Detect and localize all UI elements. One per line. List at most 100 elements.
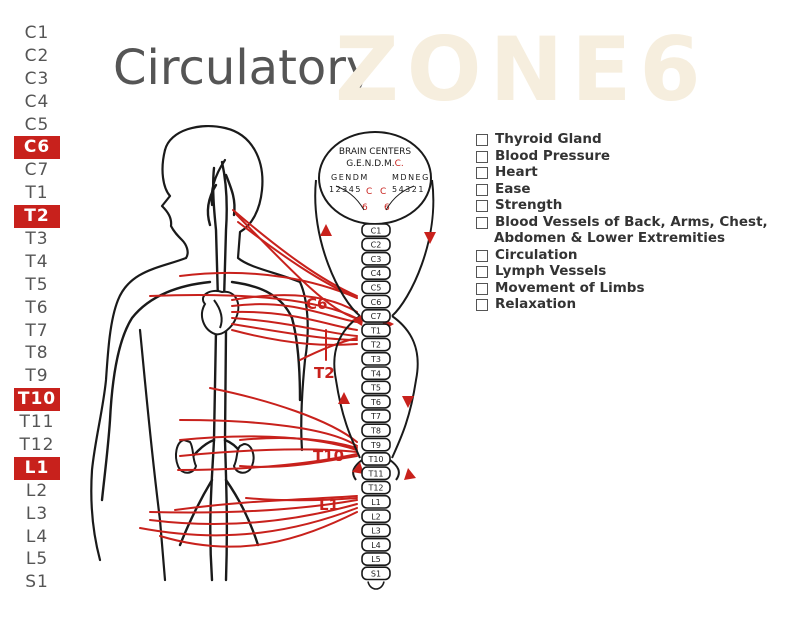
vertebra-c3: C3 — [361, 251, 391, 266]
checklist-item: Abdomen & Lower Extremities — [476, 230, 768, 247]
checkbox[interactable] — [476, 266, 488, 278]
vertebra-l3: L3 — [361, 523, 391, 538]
checkbox[interactable] — [476, 167, 488, 179]
spinal-level-c1: C1 — [24, 23, 50, 43]
spinal-level-t3: T3 — [25, 229, 49, 250]
checkbox[interactable] — [476, 282, 488, 295]
vertebra-t8: T8 — [361, 423, 391, 438]
checklist-item-label: Abdomen & Lower Extremities — [494, 230, 726, 246]
vessel-network — [100, 160, 302, 582]
spinal-level-l2: L2 — [25, 480, 49, 501]
vertebra-label: L1 — [371, 498, 381, 507]
vertebra-c1: C1 — [361, 223, 391, 238]
vertebra-label: C6 — [371, 298, 382, 307]
vertebra-t11: T11 — [361, 466, 391, 481]
left-numbers: 12345 — [329, 185, 362, 194]
vertebra-label: T1 — [370, 326, 381, 335]
checklist-item[interactable]: Heart — [476, 164, 768, 181]
spinal-level-l4: L4 — [25, 526, 49, 547]
vertebra-t5: T5 — [361, 380, 391, 395]
vertebra-label: T4 — [370, 369, 381, 378]
vertebra-t1: T1 — [361, 323, 391, 338]
checkbox[interactable] — [476, 183, 488, 196]
checklist-item-label: Strength — [495, 197, 563, 213]
vertebra-label: C7 — [371, 312, 382, 321]
right-letters: MDNEG — [392, 173, 430, 182]
spinal-level-t9: T9 — [25, 366, 49, 387]
spinal-level-l1: L1 — [14, 456, 60, 480]
checkbox[interactable] — [476, 299, 488, 311]
checklist-item[interactable]: Strength — [476, 197, 768, 214]
vertebra-label: T11 — [367, 469, 383, 478]
checkbox[interactable] — [476, 134, 488, 146]
vertebra-l2: L2 — [361, 509, 391, 524]
checklist-item[interactable]: Ease — [476, 181, 768, 198]
spinal-level-c6: C6 — [14, 136, 60, 160]
vertebra-label: T8 — [370, 427, 381, 436]
vertebra-l1: L1 — [361, 494, 391, 509]
right-numbers: 54321 — [392, 185, 425, 194]
vertebra-t4: T4 — [361, 366, 391, 381]
vertebra-label: T2 — [370, 341, 381, 350]
spinal-level-c4: C4 — [24, 91, 50, 112]
vertebra-label: T12 — [367, 484, 383, 493]
left-letters: GENDM — [331, 173, 369, 182]
spinal-level-t4: T4 — [25, 251, 49, 272]
brain-centers-title: BRAIN CENTERS — [339, 147, 412, 157]
checkbox[interactable] — [476, 216, 488, 229]
spinal-level-l5: L5 — [25, 549, 49, 570]
vertebra-label: L3 — [371, 527, 381, 536]
vertebra-label: L2 — [371, 512, 381, 521]
spinal-level-l3: L3 — [25, 503, 49, 524]
left-six-label: 6 — [362, 203, 368, 213]
gendmc-label: G.E.N.D.M.C. — [346, 159, 404, 169]
checklist-item[interactable]: Thyroid Gland — [476, 131, 768, 148]
checkbox[interactable] — [476, 249, 488, 262]
spine-loops — [314, 179, 435, 481]
checkbox[interactable] — [476, 200, 488, 212]
checklist-item[interactable]: Lymph Vessels — [476, 263, 768, 280]
checklist-item[interactable]: Blood Vessels of Back, Arms, Chest, — [476, 214, 768, 231]
vertebra-s1: S1 — [361, 566, 391, 581]
checklist-item[interactable]: Relaxation — [476, 296, 768, 313]
vertebra-label: T10 — [367, 455, 383, 464]
nerve-label-t10: T10 — [313, 447, 344, 465]
vertebra-t12: T12 — [361, 480, 391, 495]
checklist-item-label: Ease — [495, 180, 531, 197]
checklist-item-label: Thyroid Gland — [495, 131, 602, 147]
vertebra-l4: L4 — [361, 537, 391, 552]
vertebra-label: C5 — [371, 284, 382, 293]
nerve-label-c6: C6 — [306, 295, 327, 313]
coccyx — [367, 581, 385, 590]
spinal-level-c5: C5 — [24, 114, 50, 135]
vertebra-c4: C4 — [361, 266, 391, 280]
page-title: Circulatory — [113, 40, 375, 96]
checklist-item-label: Relaxation — [495, 296, 577, 312]
vertebra-label: C4 — [371, 269, 382, 278]
nerve-labels: C6 T2 T10 L1 — [306, 295, 344, 514]
nerve-lines — [139, 209, 358, 548]
vertebra-label: T9 — [370, 441, 381, 450]
checklist-item-label: Blood Pressure — [495, 147, 611, 164]
spinal-level-t7: T7 — [25, 320, 49, 341]
checkbox[interactable] — [476, 150, 488, 163]
vertebra-label: S1 — [371, 570, 381, 579]
vertebra-l5: L5 — [361, 552, 391, 567]
checklist-item[interactable]: Movement of Limbs — [476, 280, 768, 297]
checklist-item[interactable]: Blood Pressure — [476, 148, 768, 165]
vertebra-label: L5 — [371, 555, 381, 564]
vertebra-t7: T7 — [361, 409, 391, 423]
vertebra-c6: C6 — [361, 294, 391, 309]
checklist-item-label: Heart — [495, 164, 538, 180]
spinal-level-t1: T1 — [25, 183, 49, 204]
vertebra-label: T3 — [370, 355, 381, 364]
vertebra-label: C1 — [371, 226, 382, 235]
checklist-item[interactable]: Circulation — [476, 247, 768, 264]
spinal-level-c2: C2 — [24, 45, 50, 66]
vertebra-c2: C2 — [361, 237, 391, 252]
left-c-label: C — [366, 187, 372, 197]
vertebra-t6: T6 — [361, 394, 391, 409]
vertebra-t9: T9 — [361, 437, 391, 452]
spinal-level-t12: T12 — [19, 435, 55, 456]
